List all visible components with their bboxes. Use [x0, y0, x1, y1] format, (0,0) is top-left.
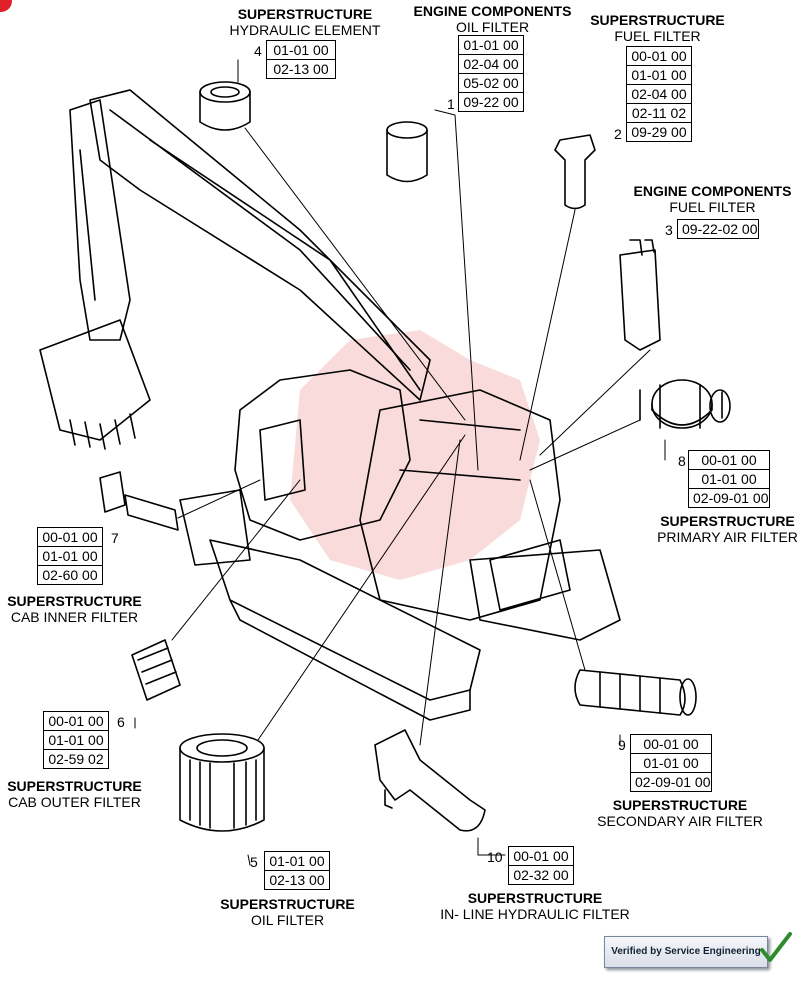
stick: [69, 99, 131, 341]
code-cell: 01-01 00: [43, 731, 109, 750]
code-cell: 01-01 00: [458, 35, 524, 55]
code-cell: 01-01 00: [630, 754, 712, 773]
callout-8-title: SUPERSTRUCTURE: [660, 513, 795, 529]
code-cell: 01-01 00: [266, 40, 336, 60]
code-cell: 02-09-01 00: [688, 489, 770, 508]
callout-5-codes: 01-01 00 02-13 00: [264, 851, 330, 890]
code-cell: 02-09-01 00: [630, 773, 712, 792]
callout-10-subtitle: IN- LINE HYDRAULIC FILTER: [440, 906, 630, 922]
leader-8: [529, 419, 666, 471]
callout-4-subtitle: HYDRAULIC ELEMENT: [229, 22, 381, 38]
boom: [89, 89, 431, 401]
code-cell: 02-59 02: [43, 750, 109, 769]
callout-4-codes: 01-01 00 02-13 00: [266, 40, 336, 79]
callout-2-number: 2: [614, 126, 622, 142]
verified-badge: Verified by Service Engineering: [604, 936, 768, 968]
code-cell: 01-01 00: [688, 470, 770, 489]
callout-3-subtitle: FUEL FILTER: [669, 199, 756, 215]
code-cell: 05-02 00: [458, 74, 524, 93]
code-cell: 00-01 00: [688, 450, 770, 470]
callout-5-number: 5: [250, 854, 258, 870]
code-cell: 02-04 00: [458, 55, 524, 74]
leader-3: [539, 349, 651, 456]
callout-1-number: 1: [447, 96, 455, 112]
code-cell: 02-32 00: [508, 866, 574, 885]
callout-6-codes: 00-01 00 01-01 00 02-59 02: [43, 711, 109, 769]
callout-9-codes: 00-01 00 01-01 00 02-09-01 00: [630, 734, 712, 792]
leader-6: [134, 479, 301, 729]
watermark-logo: [290, 330, 540, 580]
code-cell: 00-01 00: [626, 46, 692, 66]
checkmark-icon: [760, 932, 792, 962]
callout-2-codes: 00-01 00 01-01 00 02-04 00 02-11 02 09-2…: [626, 46, 692, 142]
code-cell: 01-01 00: [626, 66, 692, 85]
engine-cover: [359, 389, 561, 621]
callout-9-subtitle: SECONDARY AIR FILTER: [597, 813, 763, 829]
callout-7-title: SUPERSTRUCTURE: [7, 593, 142, 609]
callout-10-codes: 00-01 00 02-32 00: [508, 846, 574, 885]
leader-2: [519, 209, 576, 461]
code-cell: 02-13 00: [264, 871, 330, 890]
callout-7-number: 7: [111, 530, 119, 546]
callout-9-number: 9: [618, 737, 626, 753]
code-cell: 02-13 00: [266, 60, 336, 79]
code-cell: 00-01 00: [43, 711, 109, 731]
callout-3-number: 3: [665, 222, 673, 238]
callout-4-number: 4: [254, 43, 262, 59]
callout-8-subtitle: PRIMARY AIR FILTER: [657, 529, 798, 545]
callout-9-title: SUPERSTRUCTURE: [612, 797, 748, 813]
code-cell: 09-29 00: [626, 123, 692, 142]
leader-4: [237, 59, 466, 421]
callout-3-title: ENGINE COMPONENTS: [633, 183, 792, 199]
callout-3-codes: 09-22-02 00: [677, 219, 759, 239]
callout-1-subtitle: OIL FILTER: [455, 19, 530, 35]
code-cell: 00-01 00: [508, 846, 574, 866]
code-cell: 09-22 00: [458, 93, 524, 112]
cab: [234, 369, 411, 541]
leader-5: [247, 434, 466, 866]
callout-1-codes: 01-01 00 02-04 00 05-02 00 09-22 00: [458, 35, 524, 112]
code-cell: 00-01 00: [630, 734, 712, 754]
callout-6-number: 6: [117, 714, 125, 730]
code-cell: 02-11 02: [626, 104, 692, 123]
leader-10: [419, 439, 506, 856]
code-cell: 02-04 00: [626, 85, 692, 104]
callout-7-subtitle: CAB INNER FILTER: [10, 609, 139, 625]
leader-7: [177, 479, 261, 519]
callout-2-subtitle: FUEL FILTER: [614, 28, 701, 44]
callout-7-codes: 00-01 00 01-01 00 02-60 00: [37, 527, 103, 585]
code-cell: 01-01 00: [37, 547, 103, 566]
code-cell: 09-22-02 00: [677, 219, 759, 239]
callout-5-title: SUPERSTRUCTURE: [220, 896, 355, 912]
callout-4-title: SUPERSTRUCTURE: [237, 6, 373, 22]
track-right: [469, 549, 621, 641]
callout-10-number: 10: [487, 849, 503, 865]
code-cell: 01-01 00: [264, 851, 330, 871]
callout-6-title: SUPERSTRUCTURE: [7, 778, 142, 794]
leader-1: [434, 109, 479, 471]
callout-8-codes: 00-01 00 01-01 00 02-09-01 00: [688, 450, 770, 508]
callout-8-number: 8: [678, 453, 686, 469]
leader-9: [529, 479, 621, 746]
callout-6-subtitle: CAB OUTER FILTER: [8, 794, 141, 810]
callout-1-title: ENGINE COMPONENTS: [413, 3, 572, 19]
code-cell: 02-60 00: [37, 566, 103, 585]
code-cell: 00-01 00: [37, 527, 103, 547]
callout-5-subtitle: OIL FILTER: [250, 912, 325, 928]
bucket: [39, 319, 151, 441]
callout-2-title: SUPERSTRUCTURE: [590, 12, 725, 28]
callout-10-title: SUPERSTRUCTURE: [467, 890, 603, 906]
